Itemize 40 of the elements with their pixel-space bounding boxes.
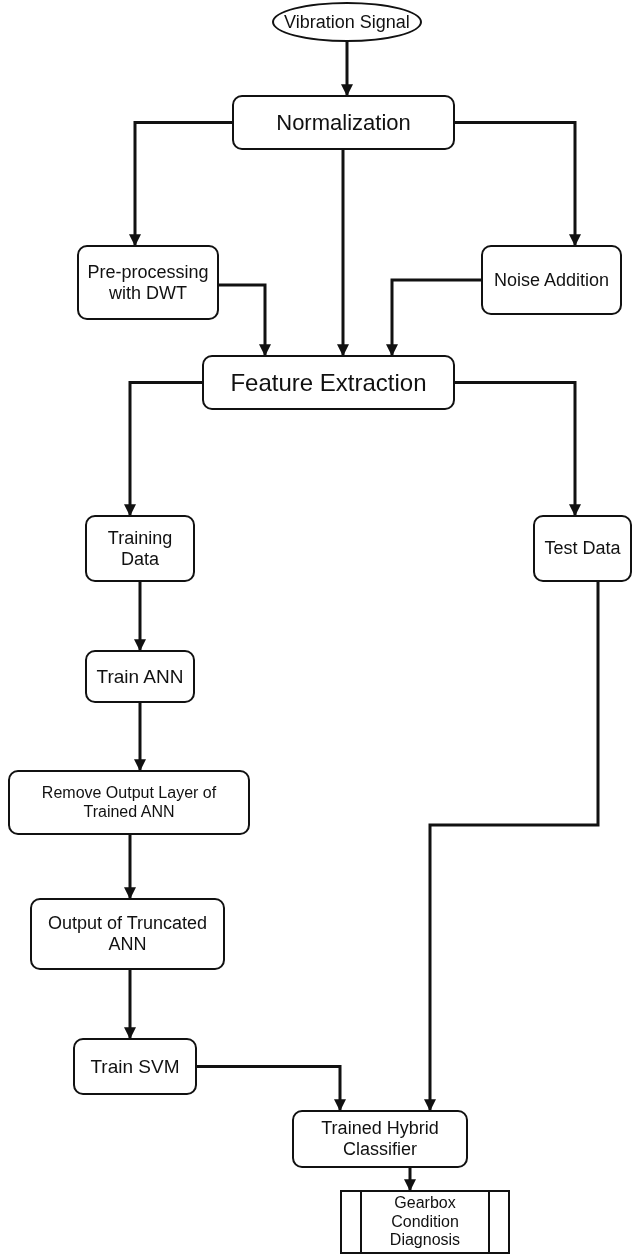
node-label: Gearbox Condition Diagnosis xyxy=(388,1194,462,1250)
process-box xyxy=(202,355,455,410)
node-label: Vibration Signal xyxy=(284,11,410,33)
arrow xyxy=(124,381,202,517)
node-label: Test Data xyxy=(544,538,621,559)
node-label: Pre-processing with DWT xyxy=(86,261,210,304)
arrow xyxy=(219,283,271,357)
process-box xyxy=(292,1110,468,1168)
process-box xyxy=(533,515,632,582)
process-box xyxy=(85,650,195,703)
node-label: Output of Truncated ANN xyxy=(46,913,209,955)
arrow xyxy=(124,835,136,900)
arrow xyxy=(134,703,146,772)
arrow xyxy=(129,121,232,247)
process-box xyxy=(73,1038,197,1095)
arrow xyxy=(197,1065,346,1112)
arrow xyxy=(341,42,353,97)
node-label: Remove Output Layer of Trained ANN xyxy=(40,784,218,821)
process-box xyxy=(85,515,195,582)
node-label: Train ANN xyxy=(96,665,184,688)
arrow xyxy=(404,1168,416,1192)
node-label: Training Data xyxy=(106,527,174,570)
node-label: Normalization xyxy=(276,109,411,136)
process-box xyxy=(481,245,622,315)
arrow xyxy=(386,278,481,357)
arrow xyxy=(134,582,146,652)
arrow xyxy=(455,381,581,517)
process-box xyxy=(232,95,455,150)
process-box xyxy=(8,770,250,835)
process-box xyxy=(30,898,225,970)
predefined-process-box xyxy=(340,1190,510,1254)
arrow xyxy=(424,582,600,1112)
process-box xyxy=(77,245,219,320)
arrow xyxy=(455,121,581,247)
arrow xyxy=(337,150,349,357)
node-label: Feature Extraction xyxy=(230,368,427,397)
node-label: Noise Addition xyxy=(493,269,610,291)
node-label: Trained Hybrid Classifier xyxy=(320,1118,440,1160)
node-label: Train SVM xyxy=(90,1055,180,1078)
arrow xyxy=(124,970,136,1040)
